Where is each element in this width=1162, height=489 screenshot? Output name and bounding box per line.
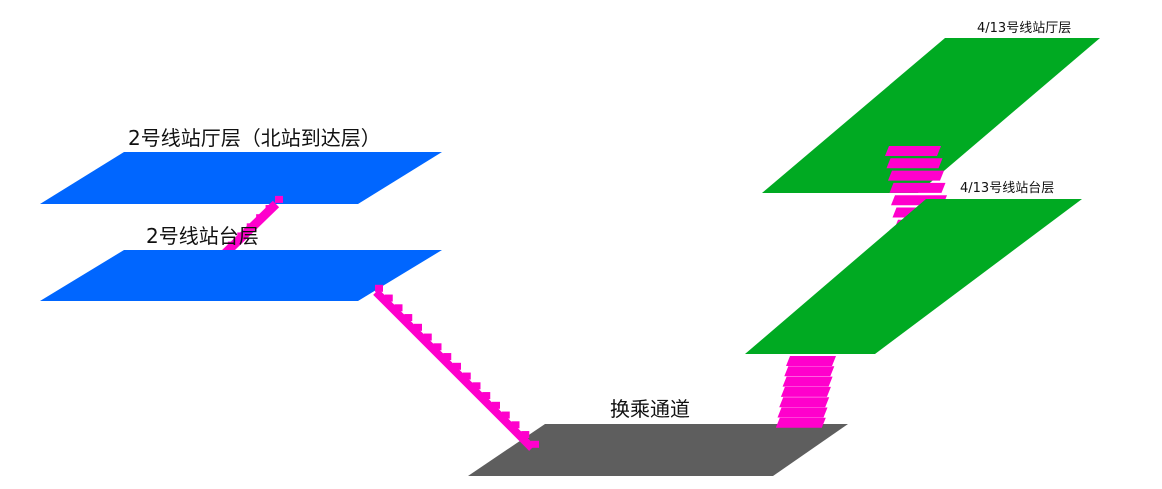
stair-step [775, 417, 826, 428]
line2-concourse-label: 2号线站厅层（北站到达层） [128, 126, 381, 150]
stair-step [531, 440, 539, 448]
stair-step [501, 411, 510, 419]
stair-step [462, 372, 471, 380]
stair-step [256, 214, 265, 222]
line4-13-concourse-label: 4/13号线站厅层 [977, 21, 1071, 36]
stair-step [394, 304, 403, 312]
line4-13-platform-floor [745, 199, 1082, 354]
stair-step [779, 397, 830, 408]
stair-step [443, 353, 452, 361]
stair-step [777, 407, 828, 418]
stair-step [404, 314, 413, 322]
stair-step [786, 356, 836, 366]
transfer-corridor-floor [468, 424, 848, 476]
stair-step [265, 205, 274, 213]
stair-step [888, 170, 944, 181]
stair-step [482, 392, 491, 400]
stair-step [246, 223, 255, 231]
stair-step [780, 386, 831, 397]
stair-step [492, 401, 500, 409]
stair-step [782, 376, 833, 387]
stair-step [511, 421, 520, 429]
line4-13-platform-label: 4/13号线站台层 [960, 181, 1054, 196]
line2-concourse-floor [40, 152, 442, 204]
stair-step [889, 182, 946, 193]
stair-step [886, 158, 943, 169]
stair-step [784, 366, 835, 377]
transfer-corridor-label: 换乘通道 [610, 397, 690, 421]
stair-step [472, 382, 481, 390]
stair-step [375, 284, 383, 292]
stair-step [237, 232, 246, 240]
stair-step [384, 294, 393, 302]
stair-step [275, 195, 283, 203]
stair-step [453, 362, 461, 370]
stair-step [414, 323, 422, 331]
stair-step [423, 333, 432, 341]
stair-step [885, 146, 941, 156]
line4-13-concourse-floor [762, 38, 1100, 193]
corridor-to-line4-13-stair [775, 356, 836, 428]
stair-step [227, 241, 236, 249]
stair-stringer [373, 289, 535, 451]
line2-platform-label: 2号线站台层 [146, 224, 259, 248]
line2-platform-floor [40, 250, 442, 301]
stair-step [433, 343, 442, 351]
line2-to-corridor-stair [373, 284, 539, 451]
stair-step [521, 431, 530, 439]
